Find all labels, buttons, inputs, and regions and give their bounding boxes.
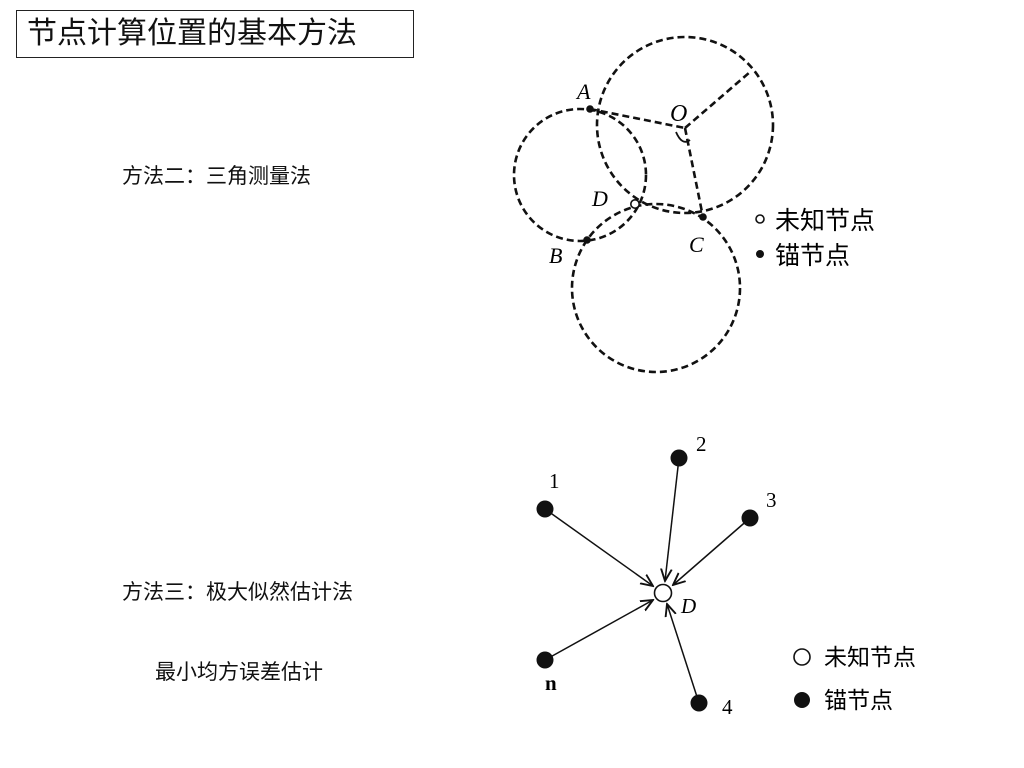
legend-unknown-label: 未知节点: [775, 206, 875, 235]
label-c: C: [689, 232, 704, 257]
label-b: B: [549, 243, 562, 268]
maximum-likelihood-diagram: 1 2 3 n 4 D 未知节点 锚节点: [536, 432, 916, 719]
arrow-1-d: [544, 508, 653, 586]
legend-unknown-symbol: [755, 214, 765, 224]
anchor-point-b: [583, 236, 591, 244]
triangulation-diagram: A O D B C 未知节点 锚节点: [512, 35, 875, 374]
unknown-node-d: [653, 583, 673, 603]
unknown-point-d: [629, 199, 640, 210]
node-label-4: 4: [722, 695, 733, 719]
legend2-unknown-symbol: [793, 648, 811, 666]
anchor-node-n: [536, 651, 554, 669]
arrow-2-d: [665, 457, 680, 581]
anchor-node-1: [536, 500, 554, 518]
arrow-4-d: [667, 604, 700, 704]
legend2-anchor-label: 锚节点: [824, 688, 893, 714]
anchor-node-2: [670, 449, 688, 467]
target-label-d: D: [680, 594, 696, 618]
circle-left: [512, 107, 648, 243]
label-o: O: [670, 101, 687, 127]
anchor-point-c: [699, 213, 707, 221]
method2-label: 方法二：三角测量法: [122, 164, 311, 188]
node-label-3: 3: [766, 488, 777, 512]
line-o-edge: [684, 71, 751, 129]
node-label-n: n: [545, 671, 557, 695]
legend2-anchor-symbol: [794, 692, 810, 708]
arrow-n-d: [544, 600, 653, 661]
anchor-point-a: [586, 105, 594, 113]
anchor-node-4: [690, 694, 708, 712]
method3-label: 方法三：极大似然估计法: [122, 580, 353, 604]
line-o-c: [683, 127, 705, 218]
label-d: D: [591, 186, 608, 211]
method3-sub-label: 最小均方误差估计: [155, 660, 323, 684]
arrow-3-d: [673, 517, 751, 585]
node-label-2: 2: [696, 432, 707, 456]
legend2-unknown-label: 未知节点: [824, 645, 916, 671]
page-title: 节点计算位置的基本方法: [16, 10, 414, 58]
line-a-o: [589, 107, 686, 130]
circle-o: [595, 35, 775, 215]
circle-bottom: [570, 202, 742, 374]
legend-anchor-symbol: [756, 250, 764, 258]
node-label-1: 1: [549, 469, 560, 493]
anchor-node-3: [741, 509, 759, 527]
angle-arc: [675, 131, 691, 143]
label-a: A: [575, 79, 591, 104]
legend-anchor-label: 锚节点: [775, 241, 850, 270]
